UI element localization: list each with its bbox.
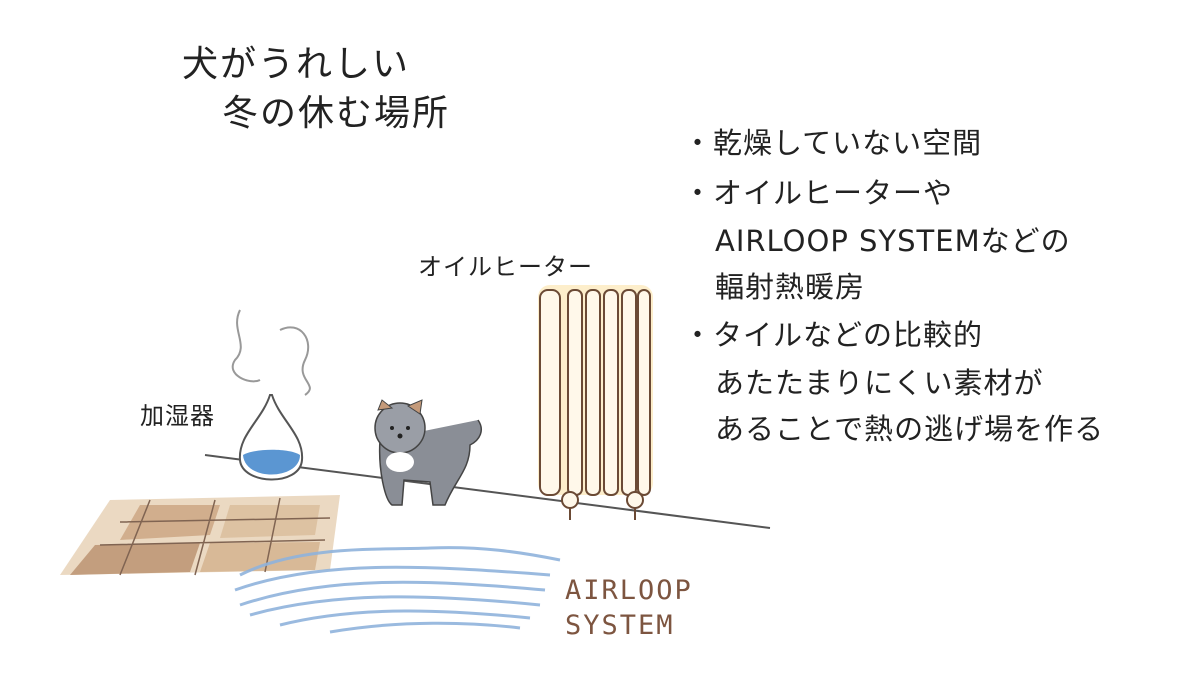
- bullet-3: ・タイルなどの比較的: [683, 318, 984, 352]
- steam: [231, 309, 311, 396]
- bullet-3-line-2: あたたまりにくい素材が: [715, 366, 1044, 400]
- humidifier-label: 加湿器: [140, 402, 215, 430]
- title-line-2: 冬の休む場所: [222, 93, 451, 134]
- bullet-2-line-3: 輻射熱暖房: [715, 270, 866, 304]
- dog: [374, 399, 482, 506]
- title-line-1: 犬がうれしい: [182, 44, 411, 85]
- airloop-scribble: [234, 546, 561, 634]
- airloop-label-line-2: SYSTEM: [565, 610, 675, 641]
- bullet-2-line-2: AIRLOOP SYSTEMなどの: [715, 224, 1071, 258]
- bullet-2: ・オイルヒーターや: [683, 176, 954, 210]
- bullet-3-line-3: あることで熱の逃げ場を作る: [715, 412, 1105, 446]
- bullet-1: ・乾燥していない空間: [683, 126, 983, 160]
- tile-floor: [60, 495, 340, 576]
- oil-heater: [538, 285, 653, 520]
- humidifier: [231, 309, 311, 481]
- heater-label: オイルヒーター: [418, 253, 593, 281]
- airloop-label-line-1: AIRLOOP: [565, 575, 693, 606]
